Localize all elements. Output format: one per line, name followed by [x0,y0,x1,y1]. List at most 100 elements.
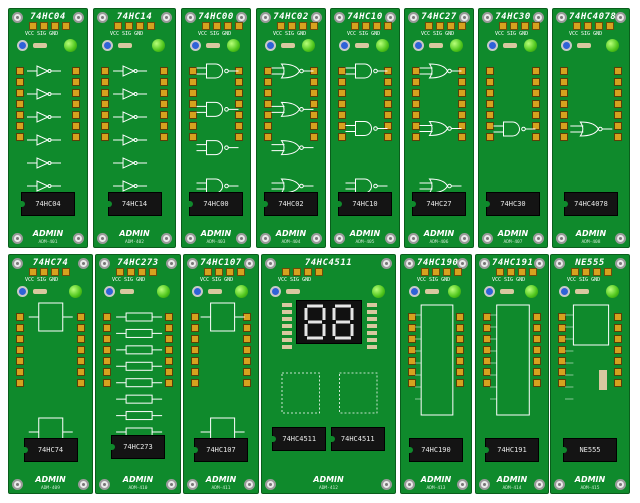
trim-potentiometer-icon[interactable] [192,286,203,297]
trim-potentiometer-icon[interactable] [270,286,281,297]
input-pin [338,100,346,108]
mounting-hole-icon [534,479,545,490]
nand-gate-symbol [206,178,223,194]
input-pin [486,67,494,75]
input-pin-column [264,67,272,141]
trim-potentiometer-icon[interactable] [487,40,498,51]
trim-potentiometer-icon[interactable] [413,40,424,51]
trim-potentiometer-icon[interactable] [265,40,276,51]
header-labels: VCC SIG GND [492,277,526,283]
mounting-hole-icon [334,233,345,244]
inverter-gate-symbol [36,88,50,100]
mounting-hole-icon [99,479,110,490]
input-pin-column [189,67,197,141]
power-header [571,268,612,276]
trim-potentiometer-icon[interactable] [17,40,28,51]
flip-flop-block [125,411,153,421]
input-pin [16,122,24,130]
brand-logo: ADMIN [205,475,237,484]
trim-potentiometer-icon[interactable] [561,40,572,51]
output-pin [310,111,318,119]
inverter-bubble [47,161,52,165]
input-pin [338,78,346,86]
output-pin-column [160,67,168,141]
inverter-gate-symbol [36,111,50,123]
brand-logo: ADMIN [313,475,344,484]
output-pin [384,78,392,86]
mounting-hole-icon [404,479,415,490]
input-pin [486,100,494,108]
input-pin [408,313,416,321]
output-pin [532,122,540,130]
trim-potentiometer-icon[interactable] [190,40,201,51]
resistor-icon [33,289,47,294]
inverter-bubble [133,69,138,73]
ic-chip: 74HC4511 [272,427,327,451]
input-pin [101,78,109,86]
segment-resistor [367,331,377,335]
board-title: 74HC191 [492,258,534,268]
ic-pinout-block [420,304,454,416]
input-pin [264,100,272,108]
brand-logo: ADMIN [35,475,66,484]
ic-chip: 74HC191 [485,438,539,462]
power-led-icon [64,39,77,52]
header-labels: VCC SIG GND [495,31,529,37]
mounting-hole-icon [73,12,84,23]
input-pin [101,89,109,97]
segment-resistor [367,317,377,321]
output-pin [165,379,173,387]
nor-gate-symbol [428,120,449,137]
mounting-hole-icon [244,479,255,490]
power-led-icon [235,285,248,298]
trim-potentiometer-icon[interactable] [102,40,113,51]
input-pin [408,324,416,332]
trim-potentiometer-icon[interactable] [339,40,350,51]
input-pin [189,111,197,119]
input-pin [408,379,416,387]
board-title: 74HC00 [198,12,234,22]
trim-potentiometer-icon[interactable] [104,286,115,297]
nor-gate-symbol [428,178,449,194]
input-pin [486,111,494,119]
power-led-icon [227,39,240,52]
power-header [29,268,70,276]
output-pin [77,346,85,354]
power-header [421,268,462,276]
header-pin [604,268,612,276]
header-pin [454,268,462,276]
input-pin [486,78,494,86]
inverter-bubble [133,92,138,96]
nand-gate-symbol [206,140,223,156]
input-pin [483,313,491,321]
input-pin [558,368,566,376]
resistor-icon [33,43,47,48]
output-pin [533,324,541,332]
ic-part-number: 74HC14 [121,200,148,208]
resistor-icon [208,289,222,294]
inverter-bubble [47,184,52,188]
output-pin [310,89,318,97]
power-led-icon [450,39,463,52]
input-pin [560,111,568,119]
trim-potentiometer-icon[interactable] [17,286,28,297]
input-pin [560,67,568,75]
trim-potentiometer-icon[interactable] [559,286,570,297]
header-pin [40,268,48,276]
mounting-hole-icon [482,12,493,23]
input-pin [486,89,494,97]
mounting-hole-icon [161,233,172,244]
input-pin [412,89,420,97]
flip-flop-block [125,345,153,355]
trim-potentiometer-icon[interactable] [409,286,420,297]
resistor-icon [120,289,134,294]
mounting-hole-icon [185,12,196,23]
gate-output-bubble [224,68,229,74]
trim-potentiometer-icon[interactable] [484,286,495,297]
header-pin [125,22,133,30]
input-pin [338,111,346,119]
ic-part-number: 74HC10 [352,200,378,208]
power-header [29,22,70,30]
output-pin [160,111,168,119]
